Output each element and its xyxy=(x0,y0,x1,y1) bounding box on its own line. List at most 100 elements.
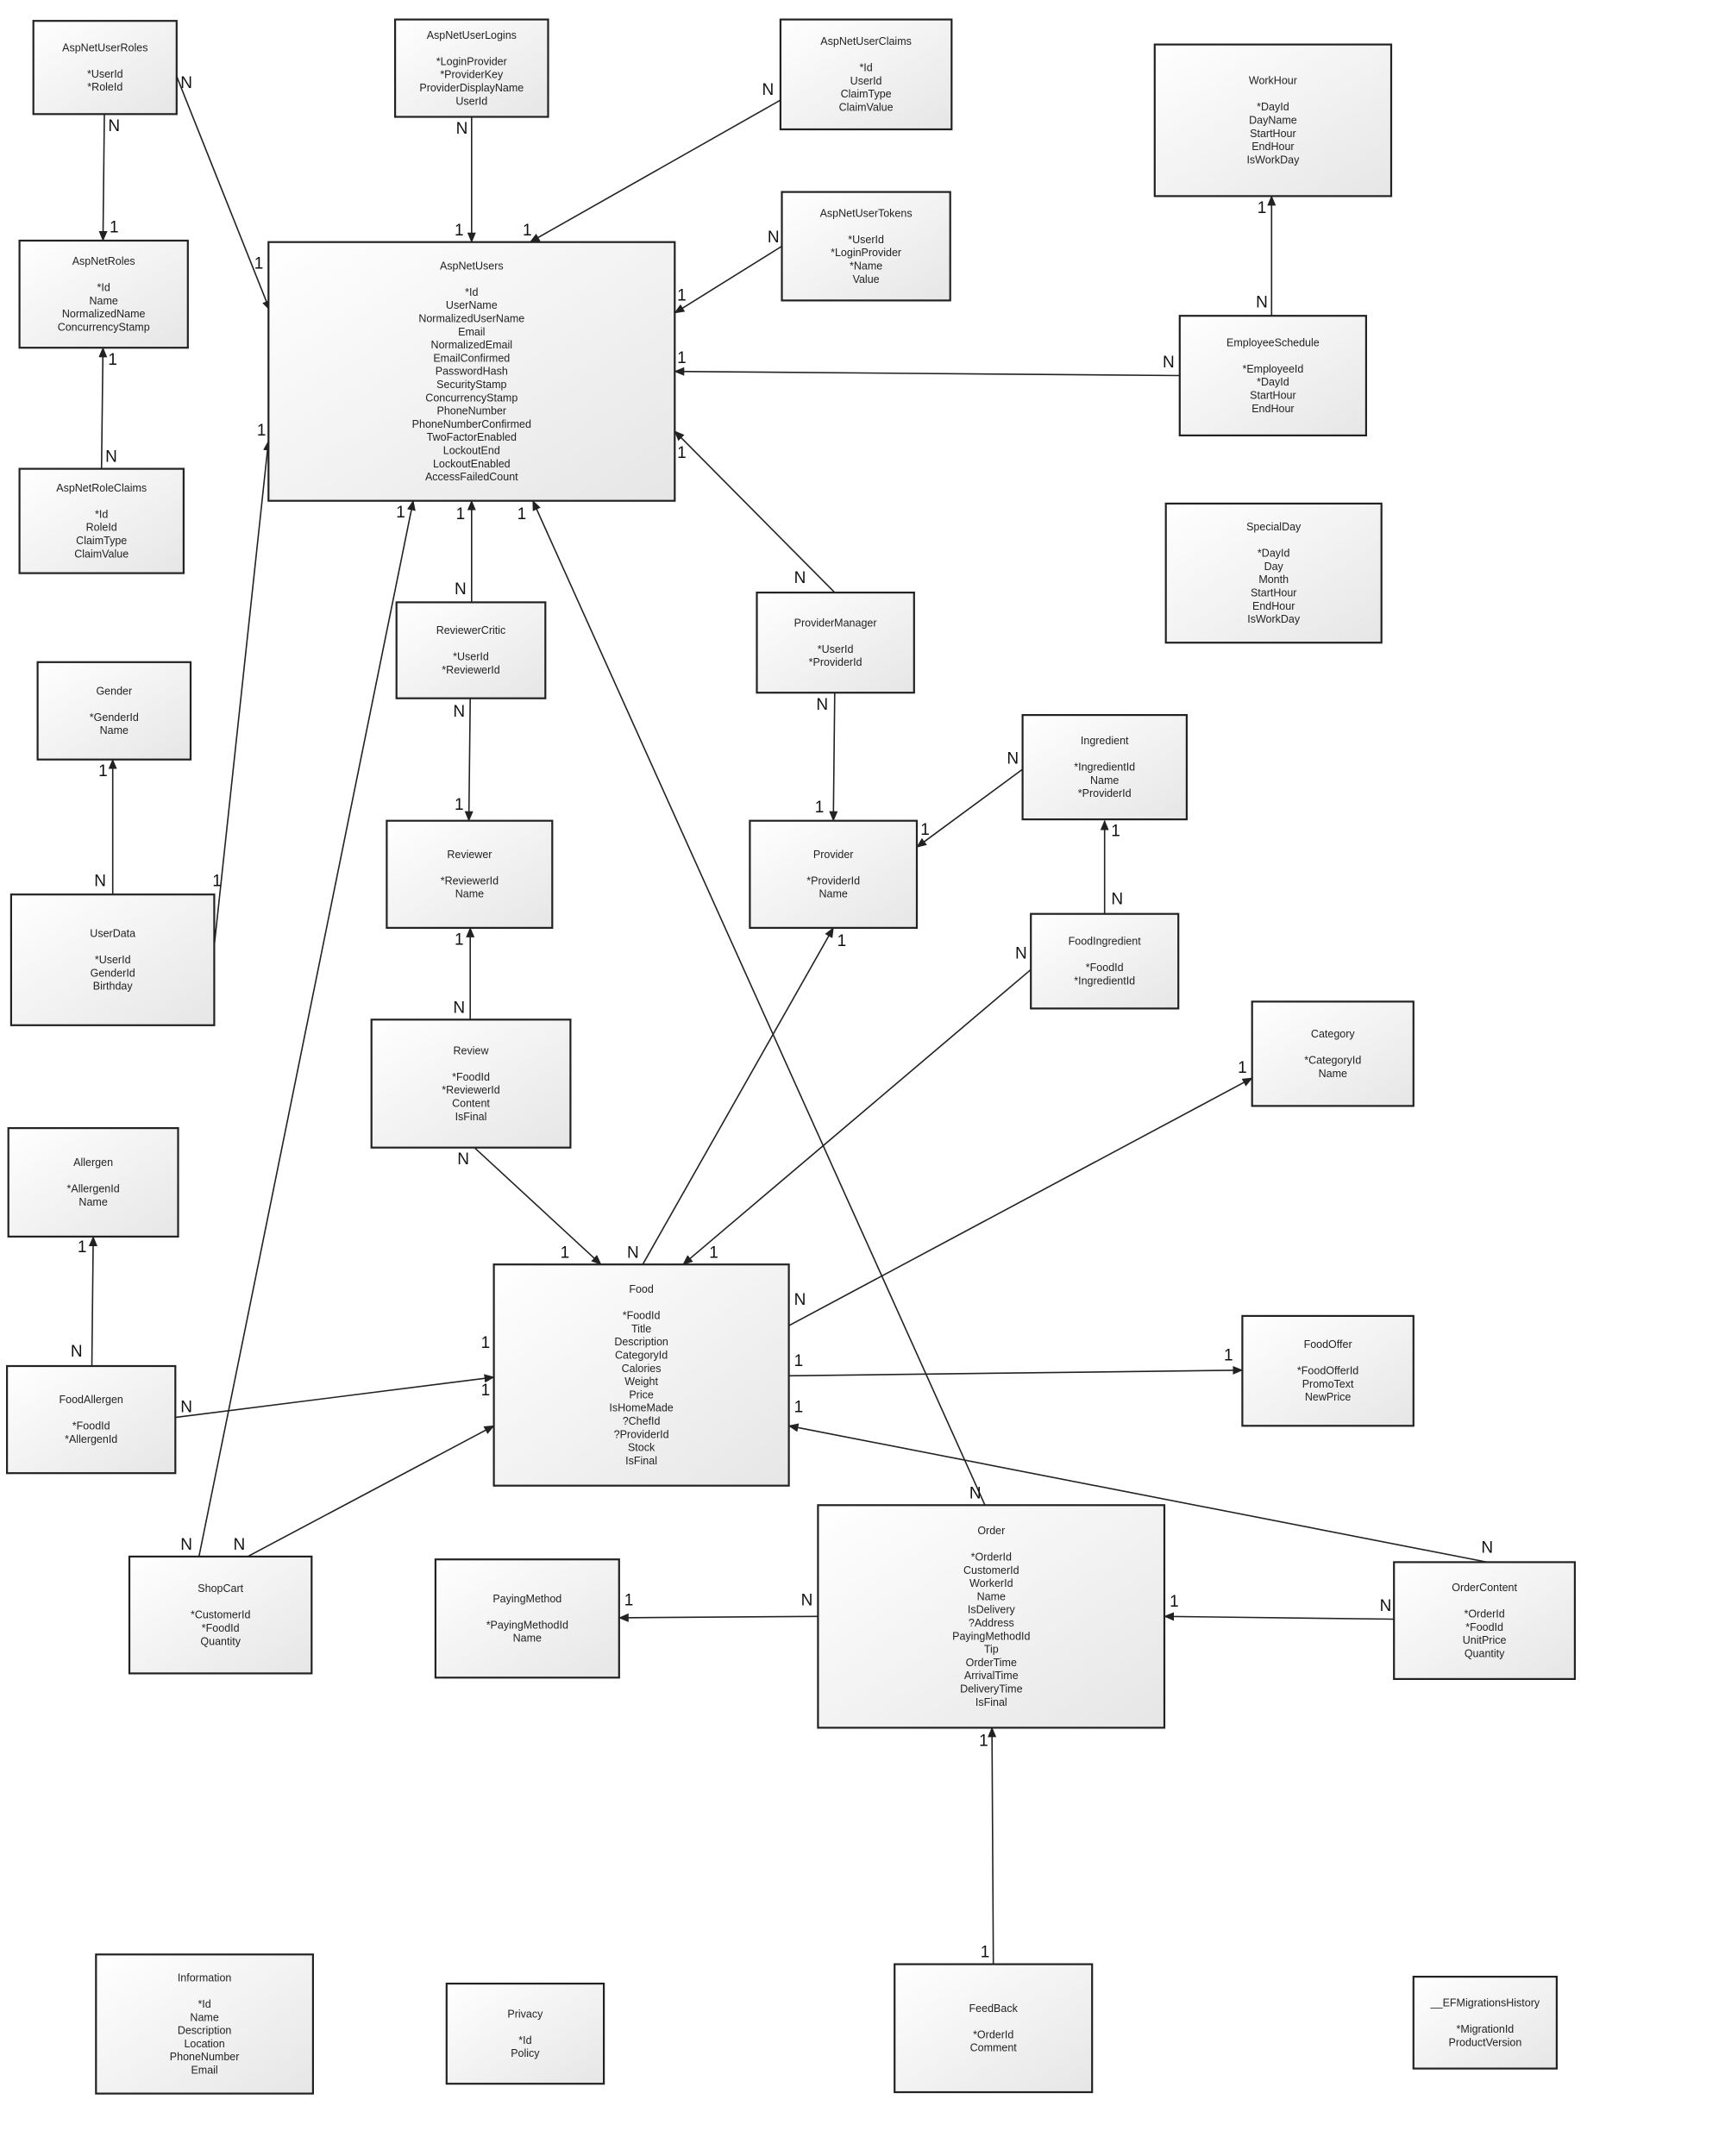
entity-field: ConcurrencyStamp xyxy=(425,392,518,404)
entity-box xyxy=(394,18,549,118)
entity-aspnetusertokens[interactable]: AspNetUserTokens*UserId*LoginProvider*Na… xyxy=(781,191,951,302)
entity-aspnetroleclaims[interactable]: AspNetRoleClaims*IdRoleIdClaimTypeClaimV… xyxy=(18,467,185,574)
relationship-lines xyxy=(88,76,1488,1965)
entity-field: *UserId xyxy=(848,234,884,246)
entity-title: EmployeeSchedule xyxy=(1226,336,1320,348)
entity-food[interactable]: Food*FoodIdTitleDescriptionCategoryIdCal… xyxy=(492,1263,790,1487)
entity-title: Reviewer xyxy=(447,849,492,861)
cardinality-employeeschedule-side: N xyxy=(1163,354,1175,372)
entity-field: *ProviderId xyxy=(809,656,862,668)
entity-title: Privacy xyxy=(507,2008,543,2020)
cardinality-review-side: N xyxy=(457,1150,469,1169)
relationship-aspnetuserclaims-to-aspnetusers xyxy=(529,99,781,243)
entity-field: IsFinal xyxy=(625,1455,657,1467)
entity-information[interactable]: Information*IdNameDescriptionLocationPho… xyxy=(95,1953,315,2095)
entity-box xyxy=(95,1953,315,2095)
relationship-reviewercritic-to-reviewer xyxy=(464,698,474,822)
entity-field: Description xyxy=(614,1336,668,1348)
entity-specialday[interactable]: SpecialDay*DayIdDayMonthStartHourEndHour… xyxy=(1164,502,1383,644)
entity-field: *Name xyxy=(850,260,882,273)
entity-title: AspNetUserClaims xyxy=(820,35,912,47)
cardinality-ordercontent-side: N xyxy=(1380,1597,1392,1615)
entity-title: AspNetRoles xyxy=(72,255,135,267)
entity-aspnetusers[interactable]: AspNetUsers*IdUserNameNormalizedUserName… xyxy=(267,241,676,502)
entity-field: UserId xyxy=(850,75,882,87)
entity-employeeschedule[interactable]: EmployeeSchedule*EmployeeId*DayIdStartHo… xyxy=(1178,315,1368,437)
entity-field: *EmployeeId xyxy=(1242,363,1303,375)
cardinality-aspnetusers-side: 1 xyxy=(677,349,687,367)
entity-foodingredient[interactable]: FoodIngredient*FoodId*IngredientId xyxy=(1030,912,1180,1010)
cardinality-order-side: N xyxy=(969,1484,982,1502)
entity-efmigrationshistory[interactable]: __EFMigrationsHistory*MigrationIdProduct… xyxy=(1412,1976,1559,2070)
cardinality-ingredient-side: 1 xyxy=(1111,823,1120,841)
entity-field: Stock xyxy=(628,1442,656,1454)
entity-field: IsDelivery xyxy=(968,1604,1016,1616)
cardinality-food-side: 1 xyxy=(481,1382,491,1400)
cardinality-aspnetusers-side: 1 xyxy=(257,422,267,440)
entity-title: FoodOffer xyxy=(1304,1338,1352,1351)
entity-reviewercritic[interactable]: ReviewerCritic*UserId*ReviewerId xyxy=(395,601,547,699)
relationship-providermanager-to-provider xyxy=(829,693,838,822)
entity-title: AspNetRoleClaims xyxy=(56,482,147,494)
cardinality-aspnetuserlogins-side: N xyxy=(456,120,468,138)
relationship-food-to-category xyxy=(788,1077,1253,1326)
cardinality-order-side: 1 xyxy=(1170,1593,1179,1611)
entity-title: Gender xyxy=(96,685,132,697)
entity-aspnetuserroles[interactable]: AspNetUserRoles*UserId*RoleId xyxy=(32,20,178,116)
entity-field: *DayId xyxy=(1257,101,1289,113)
entity-foodallergen[interactable]: FoodAllergen*FoodId*AllergenId xyxy=(6,1364,177,1475)
entity-aspnetroles[interactable]: AspNetRoles*IdNameNormalizedNameConcurre… xyxy=(18,239,189,349)
entity-title: __EFMigrationsHistory xyxy=(1430,1996,1540,2009)
entity-field: WorkerId xyxy=(969,1577,1013,1589)
entity-title: ShopCart xyxy=(198,1583,243,1595)
entity-order[interactable]: Order*OrderIdCustomerIdWorkerIdNameIsDel… xyxy=(817,1504,1166,1729)
relationship-ordercontent-to-food xyxy=(787,1423,1488,1564)
entity-field: Name xyxy=(100,724,129,736)
entity-field: LockoutEnabled xyxy=(433,458,511,470)
entity-field: *FoodId xyxy=(452,1071,490,1083)
entity-field: Email xyxy=(191,2065,217,2077)
cardinality-aspnetroles-side: 1 xyxy=(108,351,117,369)
entity-box xyxy=(6,1364,177,1475)
entity-field: CategoryId xyxy=(615,1350,668,1362)
entity-aspnetuserclaims[interactable]: AspNetUserClaims*IdUserIdClaimTypeClaimV… xyxy=(779,18,953,131)
entity-title: AspNetUserRoles xyxy=(62,41,147,53)
entity-providermanager[interactable]: ProviderManager*UserId*ProviderId xyxy=(756,591,915,694)
entity-field: *CustomerId xyxy=(191,1609,251,1621)
entity-workhour[interactable]: WorkHour*DayIdDayNameStartHourEndHourIsW… xyxy=(1153,43,1393,197)
cardinality-aspnetusers-side: 1 xyxy=(396,504,405,522)
entity-title: SpecialDay xyxy=(1246,521,1302,533)
relationship-food-to-provider xyxy=(642,927,834,1265)
entity-field: ArrivalTime xyxy=(964,1670,1019,1682)
relationship-shopcart-to-food xyxy=(247,1425,495,1557)
entity-title: PayingMethod xyxy=(492,1593,561,1605)
entity-field: PhoneNumber xyxy=(170,2051,240,2063)
entity-field: *Id xyxy=(198,1998,210,2010)
cardinality-category-side: 1 xyxy=(1238,1059,1247,1077)
entity-field: *CategoryId xyxy=(1304,1055,1361,1067)
entity-box xyxy=(7,1126,179,1238)
entity-field: IsWorkDay xyxy=(1247,613,1301,625)
entity-field: *AllergenId xyxy=(67,1183,120,1195)
entity-box xyxy=(267,241,676,502)
entity-field: Quantity xyxy=(200,1635,241,1647)
entity-aspnetuserlogins[interactable]: AspNetUserLogins*LoginProvider*ProviderK… xyxy=(394,18,549,118)
cardinality-aspnetroleclaims-side: N xyxy=(105,448,117,467)
cardinality-aspnetusers-side: 1 xyxy=(677,444,687,462)
relationship-foodingredient-to-food xyxy=(682,968,1032,1265)
cardinality-foodingredient-side: N xyxy=(1111,891,1123,909)
entity-ordercontent[interactable]: OrderContent*OrderId*FoodIdUnitPriceQuan… xyxy=(1393,1561,1576,1681)
